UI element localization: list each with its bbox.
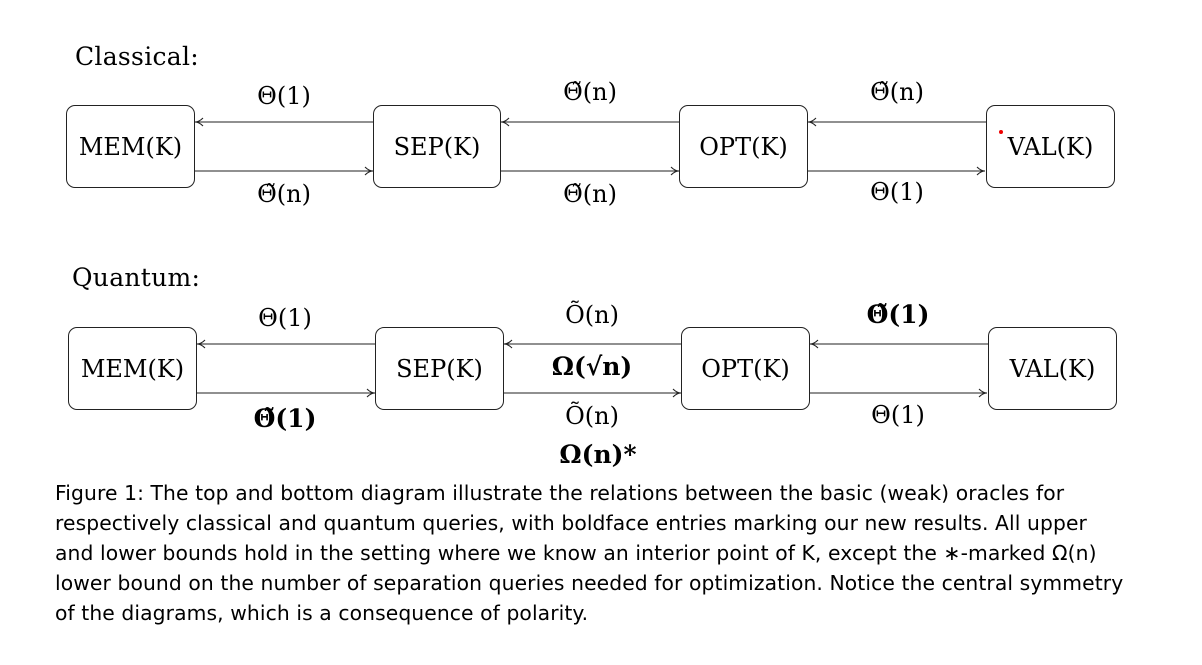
caption-line: Figure 1: The top and bottom diagram ill…: [55, 481, 1065, 505]
classical-node-val: VAL(K): [986, 105, 1115, 188]
classical-node-opt: OPT(K): [679, 105, 808, 188]
classical-label: Classical:: [75, 42, 200, 71]
caption-line: of the diagrams, which is a consequence …: [55, 601, 589, 625]
classical-top-label-3: Θ̃(n): [870, 78, 924, 106]
classical-node-sep: SEP(K): [373, 105, 501, 188]
quantum-top-label-1: Θ(1): [258, 304, 312, 332]
caption-line: and lower bounds hold in the setting whe…: [55, 541, 1097, 565]
classical-node-mem: MEM(K): [66, 105, 195, 188]
caption-line: respectively classical and quantum queri…: [55, 511, 1087, 535]
quantum-node-opt: OPT(K): [681, 327, 810, 410]
quantum-node-val: VAL(K): [988, 327, 1117, 410]
quantum-bottom-label-1: Θ̃(1): [253, 404, 317, 433]
classical-top-label-2: Θ̃(n): [563, 78, 617, 106]
figure-caption: Figure 1: The top and bottom diagram ill…: [55, 478, 1135, 628]
quantum-bottom-label-2: Õ(n): [565, 402, 619, 430]
classical-top-label-1: Θ(1): [257, 82, 311, 110]
classical-bottom-label-1: Θ̃(n): [257, 180, 311, 208]
quantum-top-label-3: Θ̃(1): [866, 300, 930, 329]
quantum-bottom-label-3: Θ(1): [871, 401, 925, 429]
quantum-bottom-extra-label: Ω(n)*: [559, 440, 637, 469]
quantum-node-mem: MEM(K): [68, 327, 197, 410]
quantum-node-sep: SEP(K): [375, 327, 504, 410]
classical-bottom-label-3: Θ(1): [870, 178, 924, 206]
quantum-middle-label: Ω(√n): [551, 352, 633, 381]
red-dot-mark: [999, 130, 1003, 134]
quantum-top-label-2: Õ(n): [565, 301, 619, 329]
caption-line: lower bound on the number of separation …: [55, 571, 1124, 595]
quantum-label: Quantum:: [72, 263, 201, 292]
classical-bottom-label-2: Θ̃(n): [563, 180, 617, 208]
